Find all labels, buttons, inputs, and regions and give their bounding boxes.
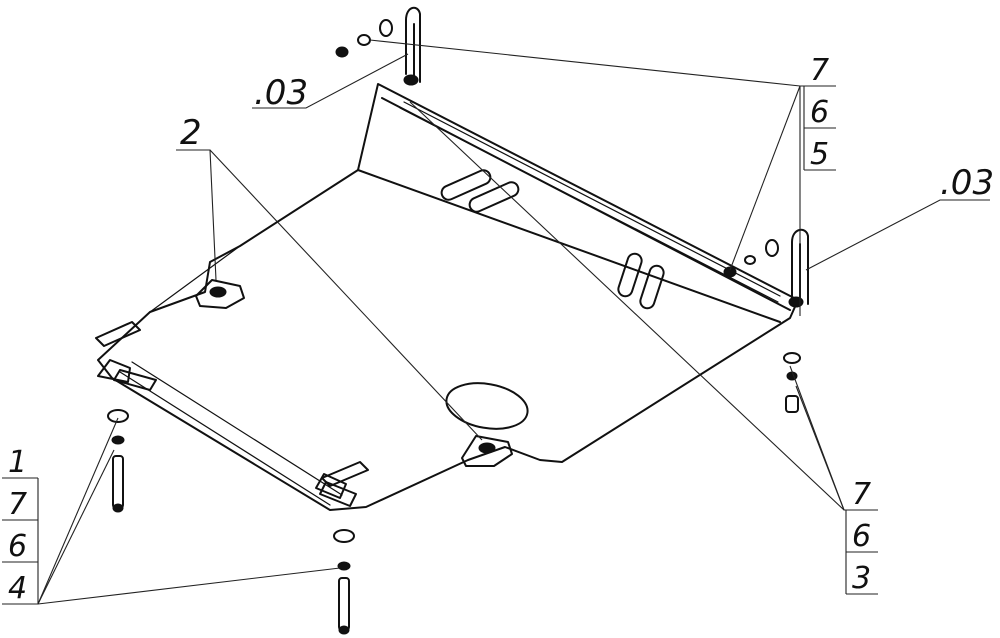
ventilation-slots <box>440 169 665 310</box>
callout-03-top: .03 <box>254 73 308 113</box>
spacer-plate-left <box>95 321 141 347</box>
hardware-right-bolt <box>783 352 801 413</box>
callout-2: 2 <box>180 113 202 153</box>
hook-bracket-top <box>403 6 421 86</box>
callout-label: 2 <box>180 113 202 153</box>
callout-label: 7 <box>810 53 829 88</box>
callout-stack-top-right: 7 6 5 <box>803 53 836 172</box>
callout-label: 4 <box>8 571 27 606</box>
callout-label: 1 <box>8 445 27 480</box>
callout-stack-bottom-right: 7 6 3 <box>845 477 878 596</box>
mount-tab-front-left <box>97 359 157 391</box>
drain-hole <box>445 382 529 430</box>
leader-lines <box>37 39 990 605</box>
callout-label: 5 <box>810 137 829 172</box>
hardware-left-bolt <box>107 409 129 513</box>
callout-label: .03 <box>940 163 994 203</box>
hardware-front-bolt <box>333 529 355 635</box>
callout-label: 7 <box>852 477 871 512</box>
callout-03-right: .03 <box>940 163 994 203</box>
mount-tab-left <box>195 279 245 309</box>
hook-bracket-right <box>788 228 809 308</box>
callout-label: 7 <box>8 487 27 522</box>
callout-stack-left: 1 7 6 4 <box>2 445 39 606</box>
spacer-plate-front <box>321 461 369 487</box>
mount-tab-center <box>461 435 513 467</box>
hardware-right-rear <box>723 239 779 278</box>
callout-label: 6 <box>810 95 829 130</box>
callout-label: .03 <box>254 73 308 113</box>
callout-label: 6 <box>852 519 871 554</box>
hardware-top-rear <box>335 19 393 58</box>
callout-label: 3 <box>852 561 871 596</box>
skid-plate <box>97 83 799 511</box>
callout-label: 6 <box>8 529 27 564</box>
